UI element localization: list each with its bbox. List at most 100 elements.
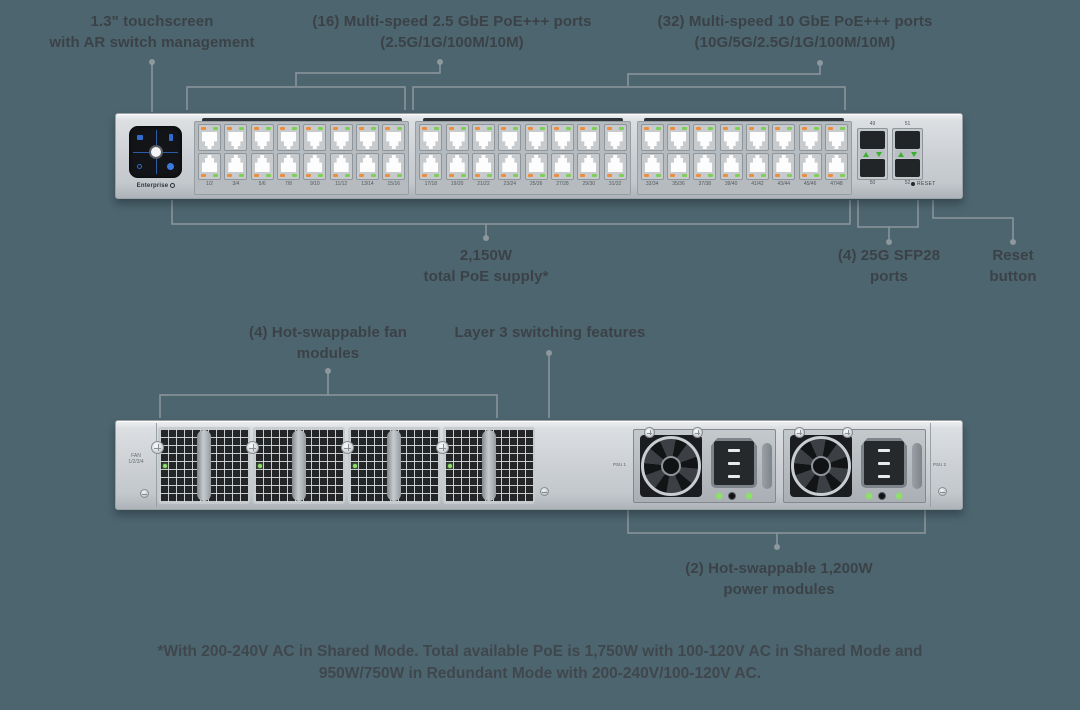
- sfp-port-number: 51: [904, 121, 911, 127]
- callout-layer3: Layer 3 switching features: [454, 322, 645, 343]
- poe-led-orange: [696, 174, 702, 177]
- link-led-green: [565, 174, 571, 177]
- rj45-jack: [554, 132, 570, 149]
- poe-led-orange: [580, 174, 586, 177]
- rj45-jack: [280, 155, 296, 172]
- psu-fan-blades: [641, 436, 701, 496]
- callout-psu-line2: power modules: [723, 581, 835, 598]
- port-pair-label: 37/38: [698, 181, 712, 187]
- poe-led-orange: [422, 127, 428, 130]
- poe-led-orange: [306, 174, 312, 177]
- arrow-up-icon: [863, 151, 869, 157]
- poe-led-orange: [385, 127, 391, 130]
- port-column: 29/30: [577, 124, 601, 192]
- footnote-line2: 950W/750W in Redundant Mode with 200-240…: [318, 665, 762, 682]
- rj45-port: [198, 124, 221, 151]
- poe-led-orange: [606, 127, 612, 130]
- link-led-green: [760, 127, 766, 130]
- rj45-jack: [607, 155, 623, 172]
- port-pair-label: 13/14: [361, 181, 374, 187]
- rj45-port: [224, 124, 248, 151]
- rj45-jack: [333, 155, 349, 172]
- rj45-port: [498, 153, 522, 180]
- poe-led-orange: [501, 127, 507, 130]
- rj45-jack: [449, 155, 465, 172]
- port-column: 21/22: [471, 124, 495, 192]
- rj45-jack: [828, 132, 844, 149]
- rj45-port: [772, 124, 796, 151]
- rj45-port: [445, 153, 469, 180]
- link-led-green: [618, 174, 624, 177]
- rj45-jack: [423, 132, 439, 149]
- link-led-green: [539, 174, 545, 177]
- port-column: 31/32: [603, 124, 627, 192]
- rj45-port: [250, 153, 274, 180]
- poe-led-orange: [669, 174, 675, 177]
- poe-led-orange: [279, 127, 285, 130]
- rj45-jack: [502, 132, 518, 149]
- poe-led-orange: [580, 127, 586, 130]
- callout-sfp-ports: (4) 25G SFP28 ports: [838, 245, 940, 287]
- link-led-green: [513, 127, 519, 130]
- poe-led-orange: [201, 127, 206, 130]
- callout-poe-line2: total PoE supply*: [423, 268, 549, 285]
- thumbscrew: [151, 441, 164, 454]
- rj45-port: [382, 153, 406, 180]
- fan-handle: [482, 430, 496, 501]
- port-pair-label: 3/4: [232, 181, 240, 187]
- rj45-jack: [254, 132, 270, 149]
- rj45-jack: [697, 155, 713, 172]
- poe-led-orange: [801, 174, 807, 177]
- sfp-port-number: 49: [869, 121, 876, 127]
- rj45-port: [355, 153, 379, 180]
- callout-poe-supply: 2,150W total PoE supply*: [423, 245, 548, 287]
- screen-corner-icon: [137, 135, 143, 140]
- sfp-cage-pair: [892, 128, 923, 180]
- port-pair-label: 43/44: [777, 181, 791, 187]
- inlet-pin: [728, 449, 740, 452]
- rj45-port: [772, 153, 796, 180]
- port-column: 19/20: [445, 124, 469, 192]
- rj45-port: [745, 124, 769, 151]
- screen-corner-icon: [137, 164, 142, 169]
- screen-corner-icon: [167, 163, 174, 170]
- callout-fans-line1: (4) Hot-swappable fan: [249, 324, 407, 341]
- inlet-pin: [728, 462, 740, 465]
- rj45-port: [303, 153, 327, 180]
- rj45-port: [198, 153, 221, 180]
- psu-handle: [762, 443, 772, 489]
- rj45-port: [224, 153, 248, 180]
- poe-led-orange: [385, 174, 391, 177]
- rj45-port: [303, 124, 327, 151]
- link-led-green: [434, 127, 440, 130]
- rj45-jack: [202, 132, 217, 149]
- port-pair-label: 15/16: [387, 181, 401, 187]
- link-led-green: [239, 127, 245, 130]
- link-led-green: [708, 127, 714, 130]
- poe-led-orange: [748, 174, 754, 177]
- rj45-port: [382, 124, 406, 151]
- psu-button: [728, 492, 736, 500]
- rj45-port: [719, 153, 743, 180]
- screen-center-dot: [148, 145, 163, 159]
- rj45-jack: [670, 155, 686, 172]
- rj45-jack: [802, 155, 818, 172]
- rj45-port: [419, 153, 443, 180]
- port-column: 13/14: [355, 124, 379, 192]
- vent-strip: [423, 118, 623, 122]
- rj45-port: [445, 124, 469, 151]
- poe-led-orange: [801, 127, 807, 130]
- port-pair-label: 5/6: [258, 181, 266, 187]
- vent-strip: [644, 118, 844, 122]
- poe-led-orange: [332, 174, 338, 177]
- rj45-jack: [359, 132, 375, 149]
- touchscreen-display: [129, 126, 182, 178]
- port-column: 39/40: [719, 124, 743, 192]
- rj45-jack: [644, 155, 660, 172]
- link-led-green: [734, 127, 740, 130]
- sfp-cage: [895, 131, 920, 149]
- rj45-port: [471, 124, 495, 151]
- poe-led-orange: [669, 127, 675, 130]
